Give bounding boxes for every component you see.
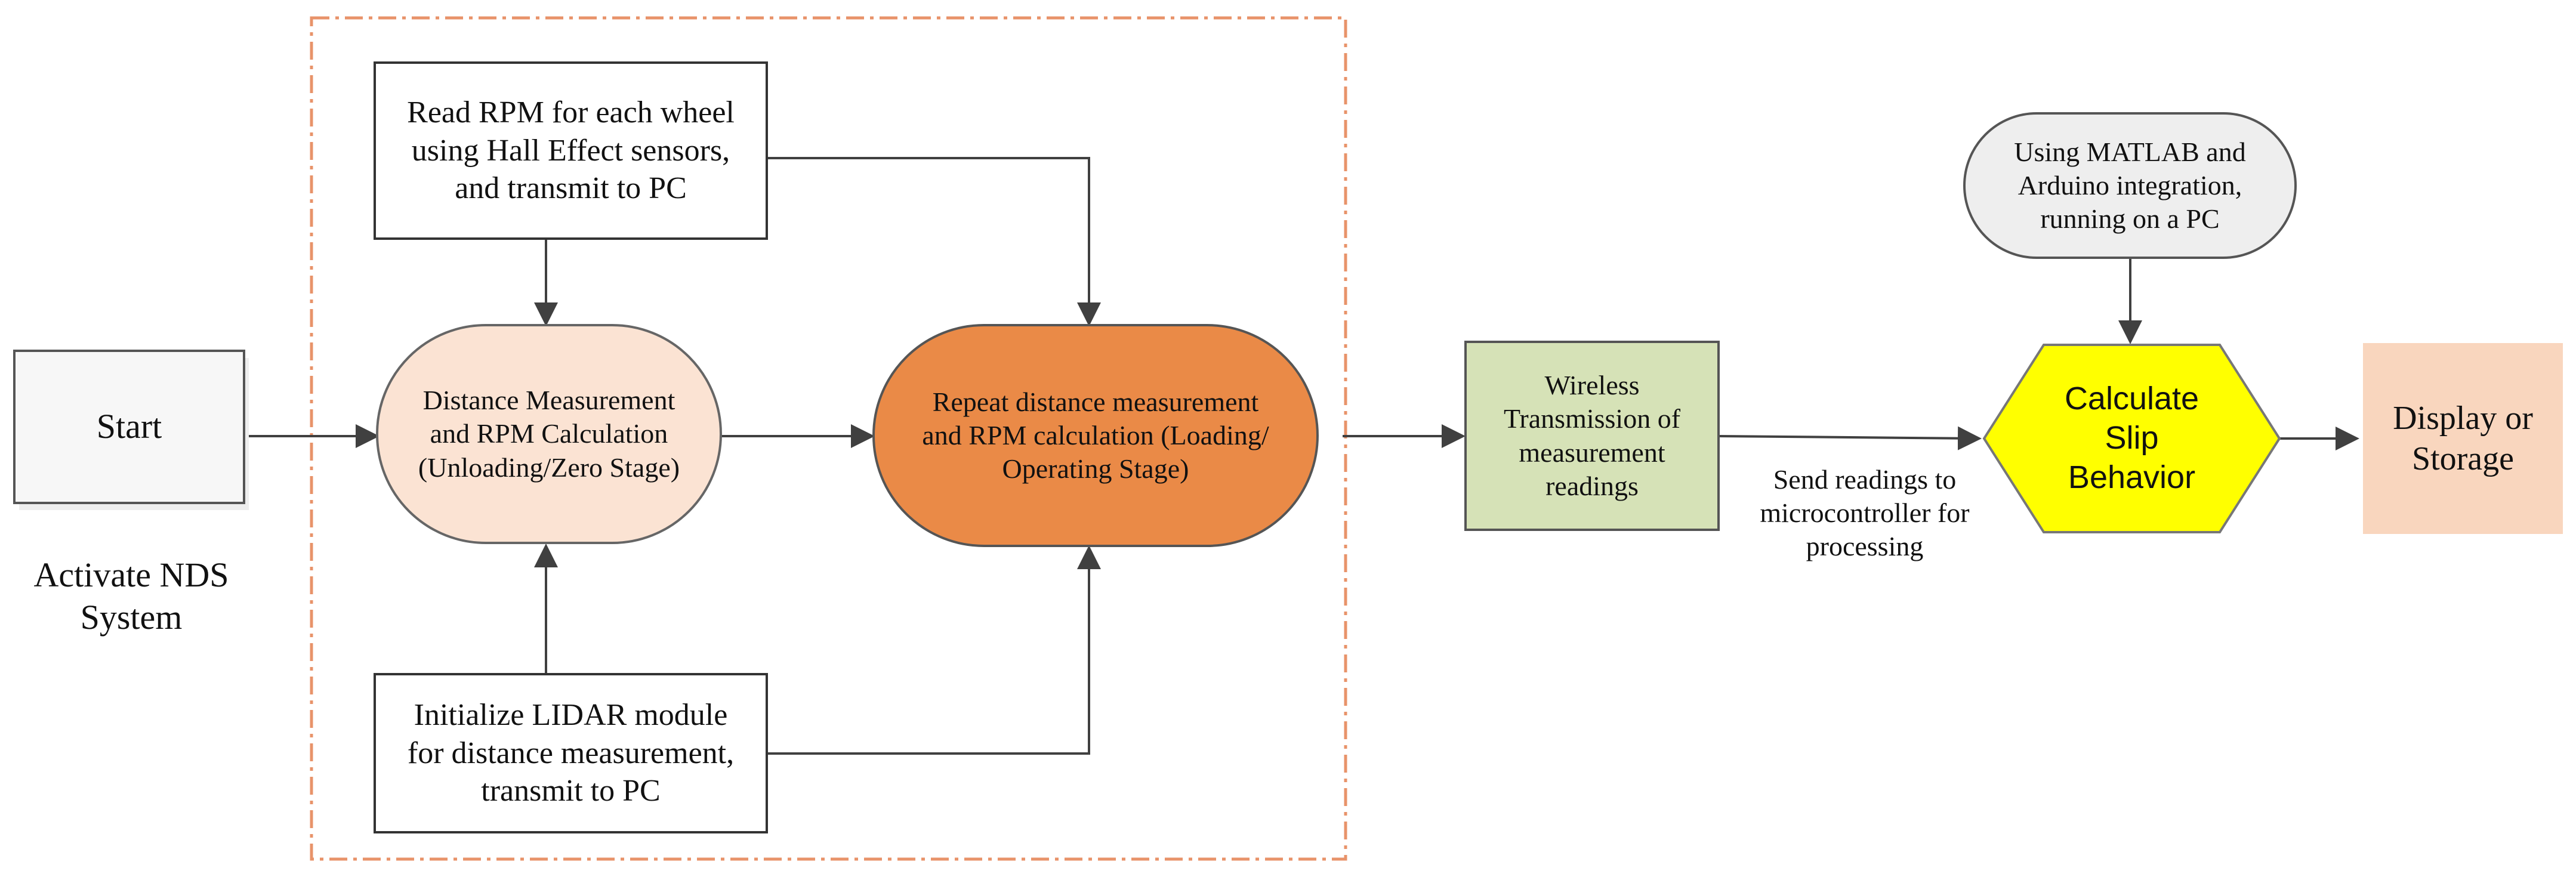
repeat-shape <box>872 324 1319 547</box>
repeat-label: Repeat distance measurement and RPM calc… <box>922 386 1269 484</box>
arrow-wireless-to-calculate <box>1718 426 1982 450</box>
matlab-shape <box>1963 112 2297 259</box>
init-lidar-label: Initialize LIDAR module for distance mea… <box>407 698 735 808</box>
read-rpm-shape <box>374 61 768 240</box>
calculate-shape <box>1982 344 2281 533</box>
connectors <box>248 157 2359 755</box>
wireless-shape <box>1464 341 1720 531</box>
start-shape <box>13 350 249 510</box>
start-node-label: Start <box>96 407 162 446</box>
calculate-label: Calculate Slip Behavior <box>2064 381 2199 495</box>
wireless-label: Wireless Transmission of measurement rea… <box>1503 370 1681 501</box>
stage-group-frame <box>310 16 1347 861</box>
distance-zero-shape <box>376 324 722 544</box>
display-shape <box>2363 343 2563 534</box>
distance-zero-label: Distance Measurement and RPM Calculation… <box>418 385 680 483</box>
init-lidar-shape <box>374 673 768 833</box>
matlab-label: Using MATLAB and Arduino integration, ru… <box>2014 136 2246 234</box>
display-label: Display or Storage <box>2393 399 2533 477</box>
send-readings-label: Send readings to microcontroller for pro… <box>1760 464 1970 562</box>
arrow-read-rpm-to-repeat <box>767 157 1101 326</box>
arrow-lidar-to-repeat <box>767 545 1101 755</box>
activate-system-label: Activate NDS System <box>33 555 229 637</box>
read-rpm-label: Read RPM for each wheel using Hall Effec… <box>407 95 735 206</box>
